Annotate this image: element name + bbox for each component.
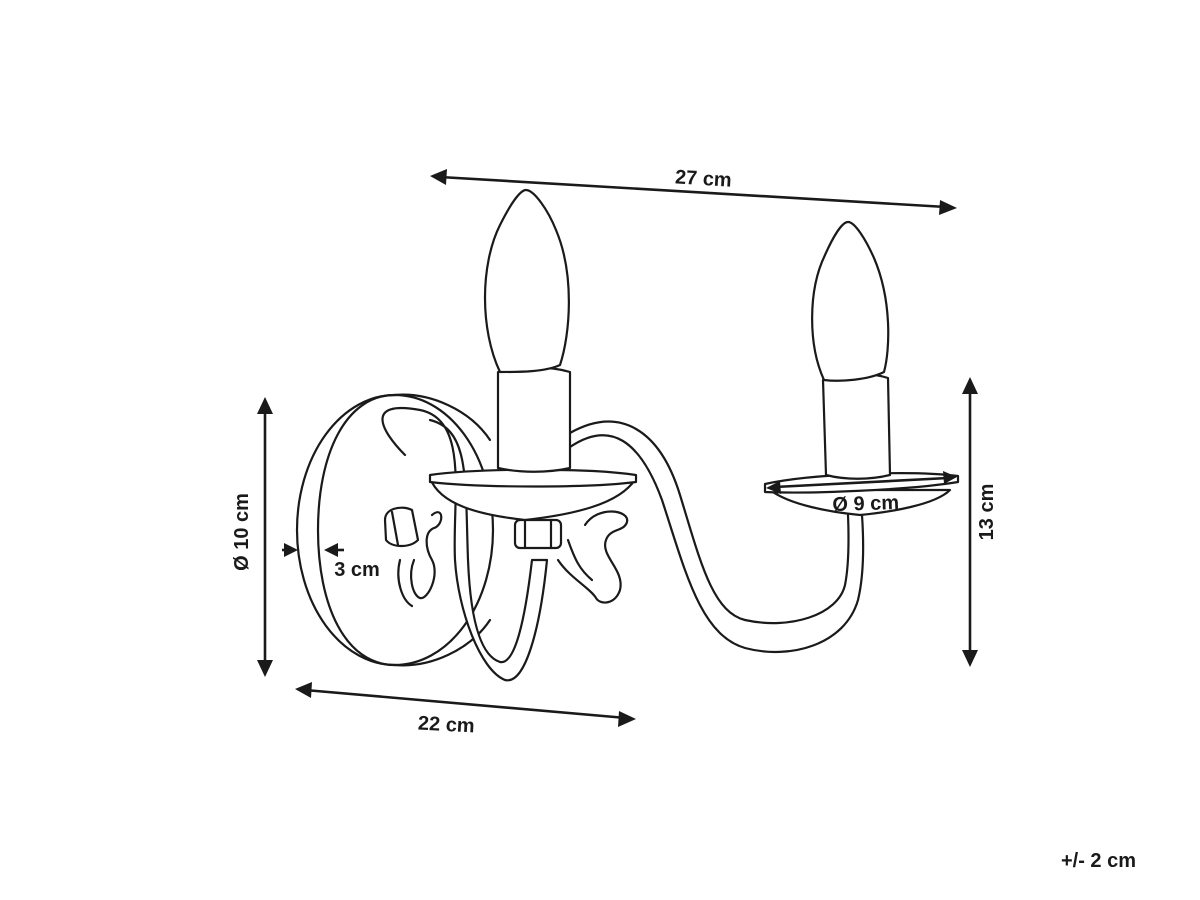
dimension-backplate-thickness [282, 543, 344, 557]
label-tolerance: +/- 2 cm [1061, 850, 1136, 872]
ornament-scrolls [397, 510, 629, 608]
label-dish-diameter: Ø 9 cm [832, 492, 899, 516]
label-height: 13 cm [976, 484, 998, 541]
label-depth: 22 cm [417, 713, 475, 738]
right-arm [568, 420, 865, 654]
label-backplate-thickness: 3 cm [334, 559, 380, 581]
label-backplate-diameter: Ø 10 cm [231, 493, 253, 571]
left-candle [428, 188, 638, 522]
left-arm [381, 407, 563, 682]
dimension-depth [295, 682, 636, 727]
dimension-backplate-diameter [257, 397, 273, 677]
wall-sconce-drawing-icon [295, 188, 960, 682]
dimension-dish-diameter [766, 471, 957, 494]
dimension-total-width [430, 169, 957, 215]
right-candle [763, 220, 960, 517]
dimension-height [962, 377, 978, 667]
label-total-width: 27 cm [674, 166, 732, 191]
